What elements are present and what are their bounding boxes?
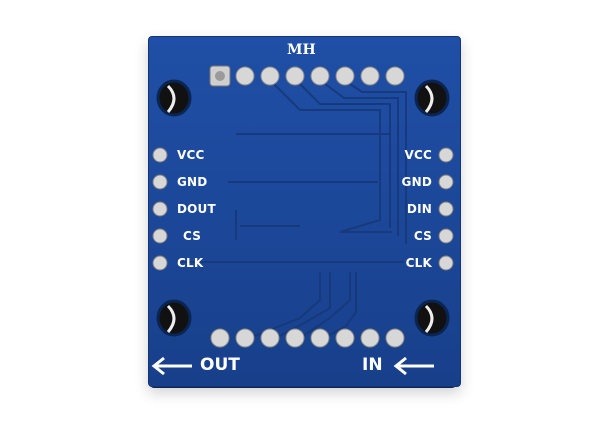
pcb-traces (176, 79, 407, 339)
left-pin-label: CS (183, 229, 202, 243)
bottom-header-pins (210, 328, 405, 348)
pcb-board (148, 36, 461, 387)
left-pin-label: GND (177, 175, 208, 189)
direction-arrows (151, 356, 434, 376)
right-pin-label: CS (413, 229, 432, 243)
out-label: OUT (200, 355, 240, 375)
left-pin-label: CLK (177, 256, 204, 270)
right-pin-label: DIN (406, 202, 432, 216)
left-pin-label: DOUT (177, 202, 216, 216)
mounting-holes (156, 79, 450, 337)
right-pin-label: CLK (405, 256, 432, 270)
brand-label: MH (287, 42, 316, 58)
right-side-pins (438, 147, 454, 271)
left-pin-label: VCC (177, 148, 205, 162)
top-header-pins (209, 65, 405, 87)
right-pin-label: VCC (404, 148, 432, 162)
right-pin-label: GND (401, 175, 432, 189)
left-side-pins (152, 147, 168, 271)
in-label: IN (362, 355, 383, 375)
